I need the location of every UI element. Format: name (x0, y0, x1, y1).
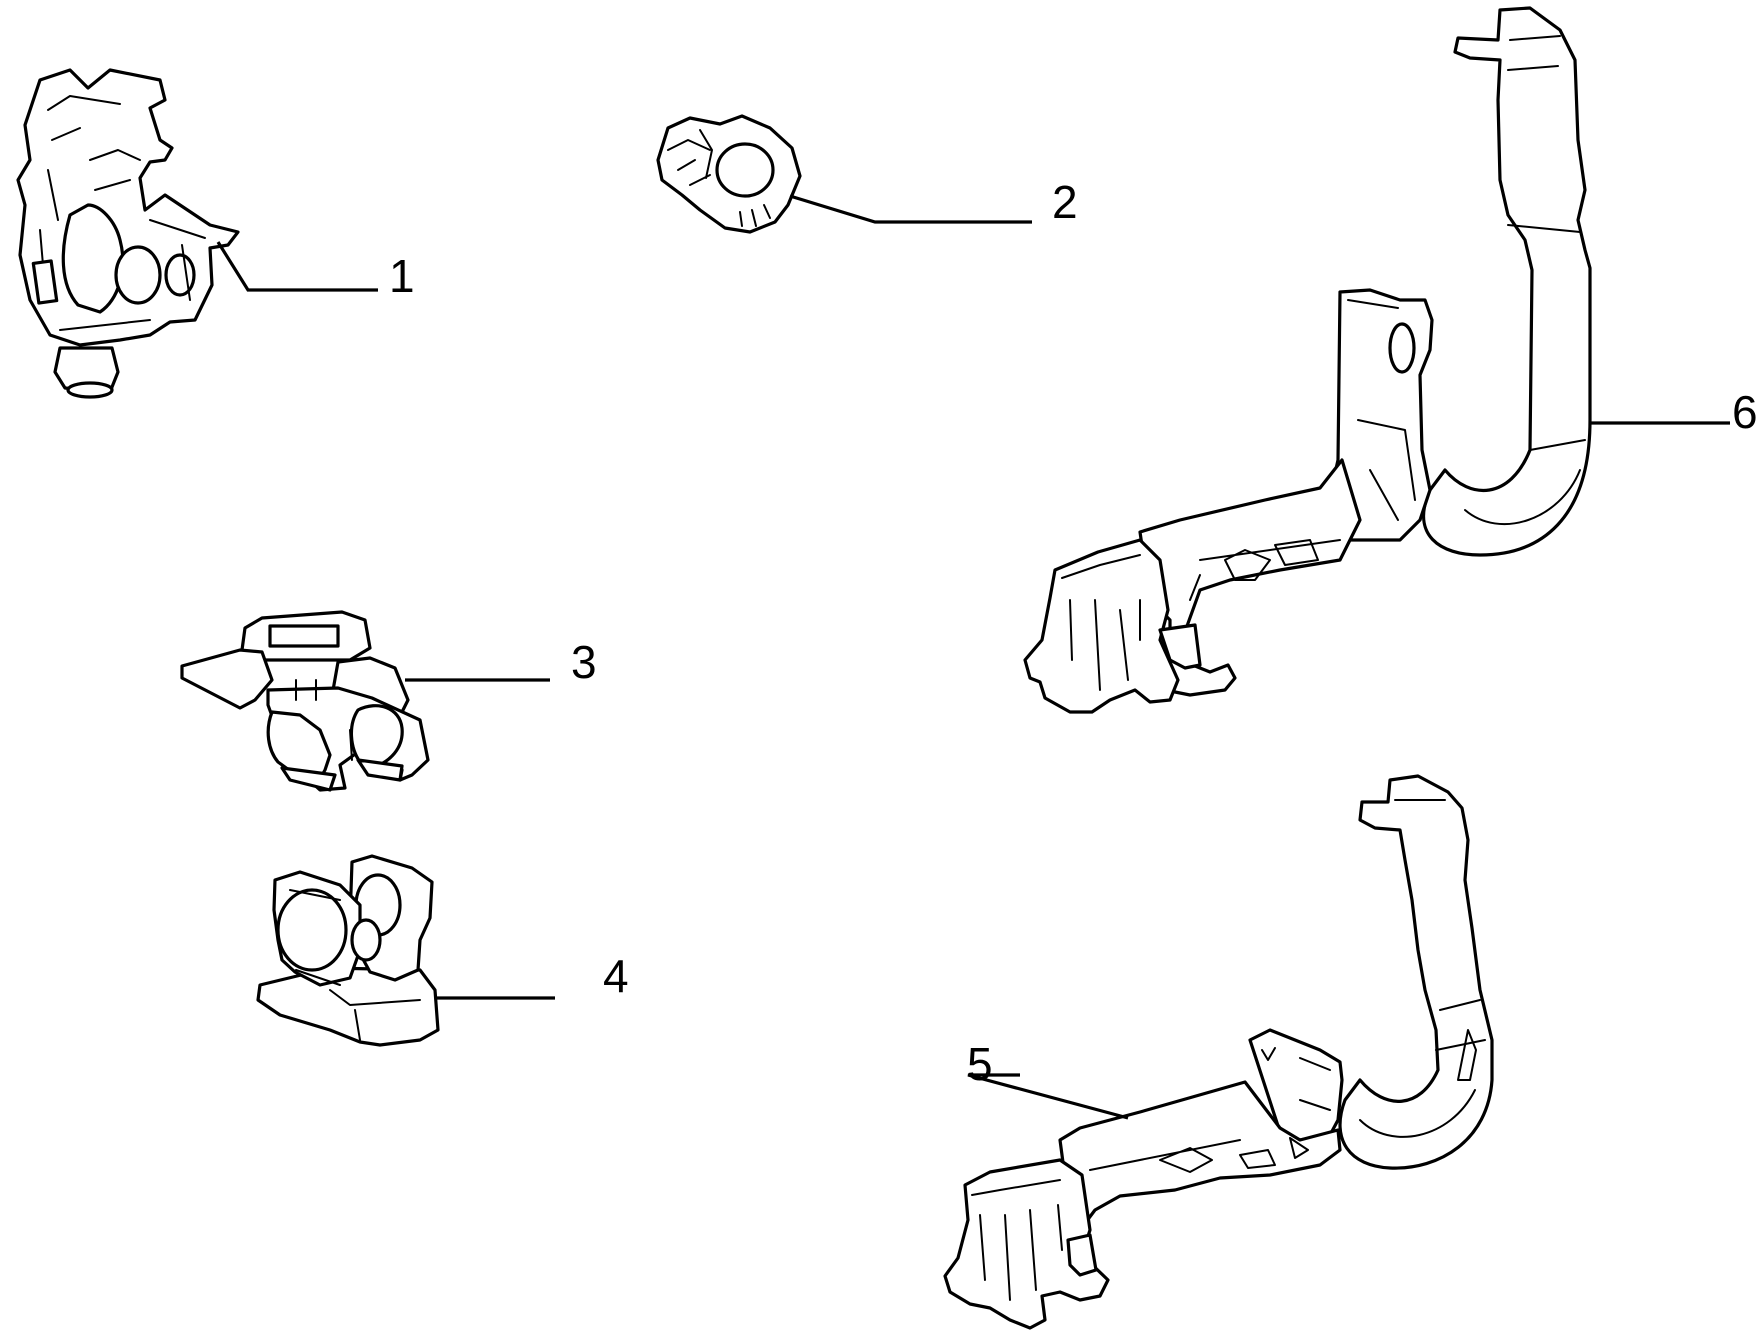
part-4-stacked-clip (256, 854, 440, 1047)
callout-numbers: 1 2 3 4 5 6 (389, 176, 1757, 1090)
part-2-push-clip (656, 114, 802, 234)
callout-6: 6 (1732, 386, 1757, 438)
part-3-double-clip (180, 610, 430, 792)
leader-lines (216, 194, 1730, 1120)
part-6-j-bracket (1023, 6, 1592, 714)
callout-5: 5 (967, 1038, 993, 1090)
part-5-bracket (943, 774, 1494, 1330)
leader-line-1 (216, 241, 378, 292)
callout-1: 1 (389, 250, 415, 302)
part-1-clip (16, 68, 240, 399)
callout-4: 4 (603, 950, 629, 1002)
callout-3: 3 (571, 636, 597, 688)
callout-2: 2 (1052, 176, 1078, 228)
leader-line-2 (789, 194, 1032, 224)
leader-line-5 (967, 1073, 1129, 1120)
